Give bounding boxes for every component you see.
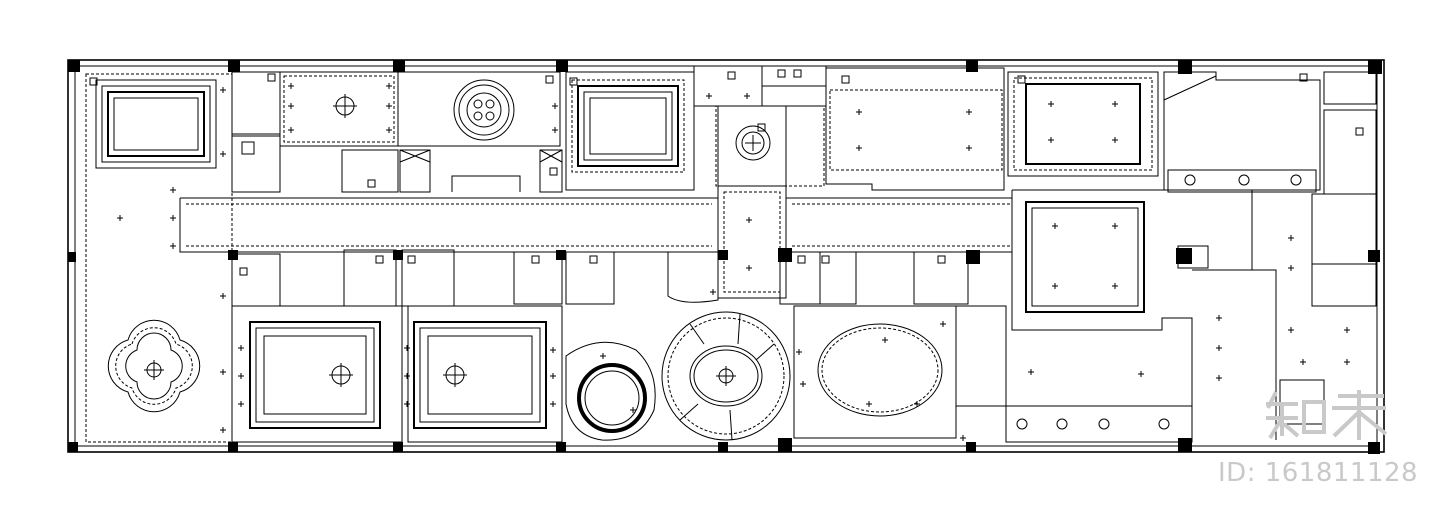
top-room-2 xyxy=(279,71,399,193)
main-corridor xyxy=(179,105,1012,299)
bottom-room-3 xyxy=(513,251,656,441)
center-right-ceiling xyxy=(1011,189,1277,440)
bottom-room-4-round-atrium xyxy=(661,251,791,441)
small-fixtures xyxy=(89,69,1364,276)
bottom-room-5 xyxy=(779,251,1007,439)
downlight-markers xyxy=(117,83,1350,441)
top-room-6 xyxy=(825,67,1005,191)
top-room-5 xyxy=(693,65,827,187)
top-room-1 xyxy=(231,71,281,193)
top-room-4 xyxy=(565,71,695,191)
structural-columns xyxy=(68,60,1382,454)
bottom-room-1 xyxy=(231,253,403,443)
watermark-id: ID: 161811128 xyxy=(1218,458,1419,488)
right-column-cells xyxy=(1311,71,1377,307)
left-wing-ceiling xyxy=(85,73,233,443)
quatrefoil-ceiling-feature xyxy=(107,319,201,413)
bottom-room-2 xyxy=(343,249,563,443)
watermark-logo-glyph xyxy=(1266,390,1388,440)
top-room-7 xyxy=(1007,71,1159,177)
top-room-8 xyxy=(1163,71,1321,193)
watermark-logo xyxy=(1262,386,1388,442)
top-room-3-round-feature xyxy=(397,71,563,193)
coffer-panel xyxy=(95,79,217,169)
